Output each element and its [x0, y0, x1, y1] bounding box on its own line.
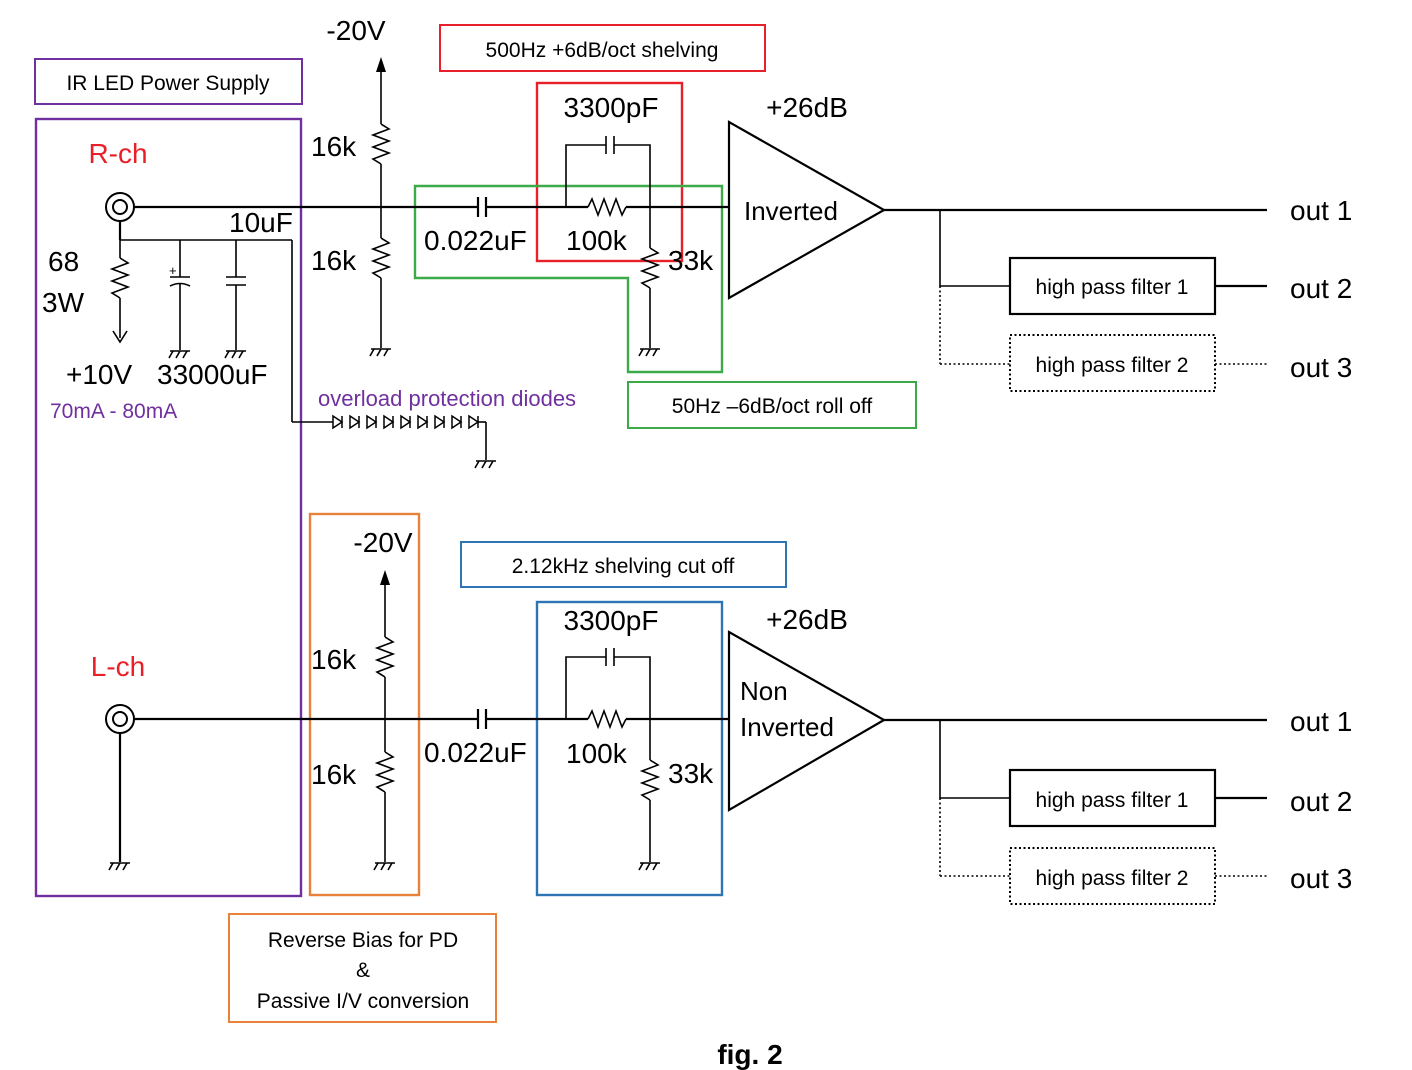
rch-amp-mode: Inverted	[744, 196, 838, 226]
shelving-500-label: 500Hz +6dB/oct shelving	[486, 39, 719, 62]
rch-out3-label: out 3	[1290, 352, 1352, 383]
rch-fb-cap-value: 3300pF	[564, 92, 659, 123]
rolloff-50-callout: 50Hz –6dB/oct roll off	[627, 381, 917, 429]
rch-hpf2-box	[1009, 334, 1216, 392]
plus10v-label: +10V	[66, 359, 132, 390]
rch-out2-label: out 2	[1290, 273, 1352, 304]
r68-value: 68	[48, 246, 79, 277]
lch-shunt-resistor-value: 33k	[668, 758, 714, 789]
rch-series-resistor-value: 100k	[566, 225, 628, 256]
reverse-bias-line3: Passive I/V conversion	[257, 990, 469, 1013]
lch-hpf1-label: high pass filter 1	[1036, 789, 1189, 812]
rolloff-50-region	[413, 184, 724, 374]
lch-input-jack	[105, 704, 135, 734]
rch-circuit: R-ch 68 3W +10V 70mA - 80mA + 10uF 33000…	[42, 15, 1352, 469]
rch-input-jack	[105, 192, 135, 222]
overload-diode-chain	[332, 415, 479, 429]
shelving-500-callout: 500Hz +6dB/oct shelving	[439, 24, 766, 72]
lch-hpf1-box	[1008, 768, 1217, 828]
rch-supply-arrow	[376, 57, 386, 72]
lch-hpf2-label: high pass filter 2	[1036, 867, 1189, 890]
rch-hpf1-box	[1008, 256, 1217, 316]
rch-input-cap-value: 0.022uF	[424, 225, 527, 256]
rch-gain-label: +26dB	[766, 92, 848, 123]
rch-bias-top-value: 16k	[311, 131, 357, 162]
rch-supply-label: -20V	[326, 15, 385, 46]
lch-amp-mode-line1: Non	[740, 676, 788, 706]
rch-hpf2-label: high pass filter 2	[1036, 354, 1189, 377]
cap-10uf-label: 10uF	[229, 207, 293, 238]
shelving-cut-2k-label: 2.12kHz shelving cut off	[512, 555, 735, 578]
shelving-cut-2k-region	[535, 600, 724, 897]
lch-hpf2-box	[1009, 847, 1216, 905]
lch-bias-bottom-value: 16k	[311, 759, 357, 790]
rch-label: R-ch	[88, 138, 147, 169]
ir-led-power-supply-label: IR LED Power Supply	[66, 72, 270, 95]
figure-caption: fig. 2	[717, 1039, 782, 1070]
reverse-bias-callout: Reverse Bias for PD & Passive I/V conver…	[228, 913, 497, 1023]
lch-circuit: L-ch -20V 16k 16k 0.022uF 3300pF 100k	[91, 527, 1352, 905]
power-supply-frame	[34, 117, 303, 898]
rch-out1-label: out 1	[1290, 195, 1352, 226]
current-range-label: 70mA - 80mA	[50, 400, 177, 423]
shelving-cut-2k-callout: 2.12kHz shelving cut off	[460, 541, 787, 588]
rolloff-50-label: 50Hz –6dB/oct roll off	[672, 395, 873, 418]
reverse-bias-line1: Reverse Bias for PD	[268, 929, 458, 952]
lch-out1-label: out 1	[1290, 706, 1352, 737]
ir-led-power-supply-callout: IR LED Power Supply	[34, 58, 303, 105]
reverse-bias-region	[308, 512, 421, 897]
rch-hpf1-label: high pass filter 1	[1036, 276, 1189, 299]
svg-text:+: +	[169, 263, 177, 278]
shelving-500-region	[535, 81, 684, 263]
lch-out2-label: out 2	[1290, 786, 1352, 817]
r68-power-rating: 3W	[42, 287, 85, 318]
lch-amplifier	[727, 630, 887, 812]
cap-33000uf-label: 33000uF	[157, 359, 268, 390]
lch-input-cap-value: 0.022uF	[424, 737, 527, 768]
lch-supply-label: -20V	[353, 527, 412, 558]
lch-series-resistor-value: 100k	[566, 738, 628, 769]
lch-bias-top-value: 16k	[311, 644, 357, 675]
rch-amplifier	[727, 120, 887, 300]
lch-gain-label: +26dB	[766, 604, 848, 635]
lch-fb-cap-value: 3300pF	[564, 605, 659, 636]
lch-label: L-ch	[91, 651, 145, 682]
lch-supply-arrow	[380, 570, 390, 585]
lch-amp-mode-line2: Inverted	[740, 712, 834, 742]
overload-diodes-label: overload protection diodes	[318, 386, 576, 411]
reverse-bias-line2: &	[356, 959, 370, 982]
rch-shunt-resistor-value: 33k	[668, 245, 714, 276]
rch-bias-bottom-value: 16k	[311, 245, 357, 276]
lch-out3-label: out 3	[1290, 863, 1352, 894]
